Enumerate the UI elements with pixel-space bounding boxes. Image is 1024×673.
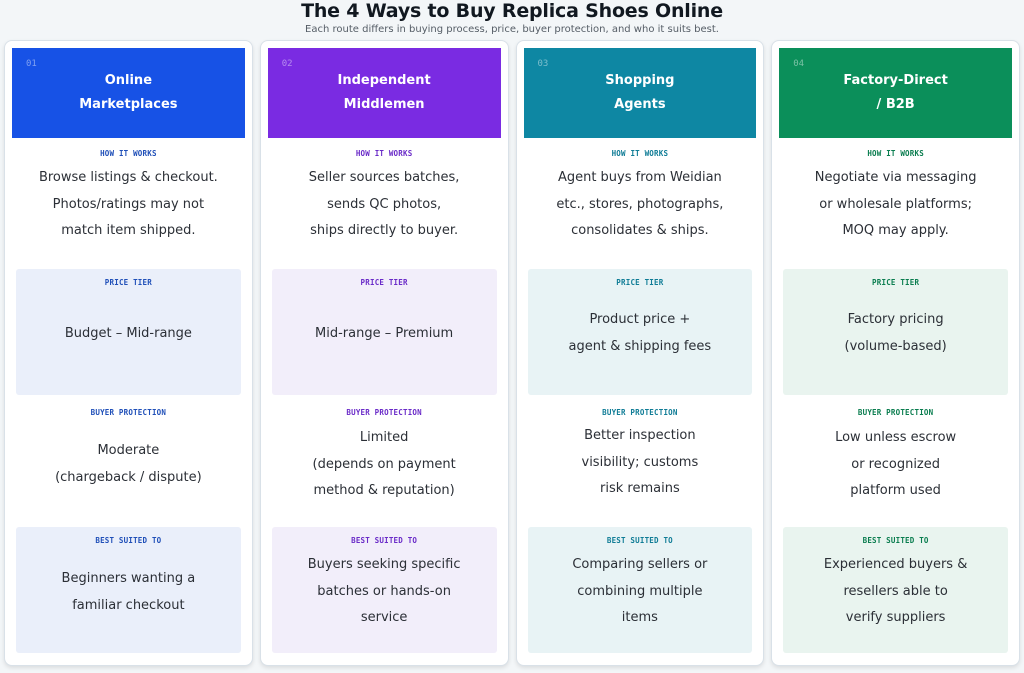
how-it-works-label: HOW IT WORKS (355, 149, 413, 158)
column-title: Shopping Agents (605, 73, 675, 112)
how-it-works-text: Seller sources batches, sends QC photos,… (308, 170, 460, 238)
buyer-protection-label: BUYER PROTECTION (857, 408, 934, 417)
route-column-agents: 03 Shopping Agents HOW IT WORKS Agent bu… (515, 40, 765, 666)
best-suited-label: BEST SUITED TO (95, 536, 162, 545)
best-suited-text: Experienced buyers & resellers able to v… (823, 557, 968, 625)
best-suited-text: Buyers seeking specific batches or hands… (307, 557, 461, 625)
column-header: 03 Shopping Agents (523, 48, 757, 138)
best-suited-label: BEST SUITED TO (606, 536, 673, 545)
best-suited-box: BEST SUITED TO Buyers seeking specific b… (271, 527, 497, 653)
column-number: 04 (793, 59, 805, 69)
page-subtitle: Each route differs in buying process, pr… (305, 24, 719, 35)
price-tier-text: Product price + agent & shipping fees (568, 312, 712, 354)
buyer-protection-label: BUYER PROTECTION (602, 408, 678, 417)
price-tier-text: Budget – Mid-range (64, 326, 192, 341)
column-title: Online Marketplaces (79, 73, 178, 112)
price-tier-label: PRICE TIER (616, 278, 664, 287)
best-suited-box: BEST SUITED TO Beginners wanting a famil… (16, 527, 241, 653)
page-title: The 4 Ways to Buy Replica Shoes Online (301, 0, 723, 22)
buyer-protection-label: BUYER PROTECTION (346, 408, 422, 417)
column-number: 02 (281, 59, 293, 69)
how-it-works-text: Browse listings & checkout. Photos/ratin… (38, 170, 218, 238)
best-suited-box: BEST SUITED TO Comparing sellers or comb… (527, 527, 753, 653)
buyer-protection-label: BUYER PROTECTION (90, 408, 167, 417)
how-it-works-text: Negotiate via messaging or wholesale pla… (814, 170, 977, 238)
route-column-factory-direct: 04 Factory-Direct / B2B HOW IT WORKS Neg… (771, 40, 1020, 666)
column-number: 01 (26, 59, 37, 69)
best-suited-text: Comparing sellers or combining multiple … (572, 557, 708, 625)
price-tier-box: PRICE TIER Mid-range – Premium (271, 269, 497, 395)
best-suited-label: BEST SUITED TO (862, 536, 929, 545)
price-tier-box: PRICE TIER Budget – Mid-range (16, 269, 241, 395)
buyer-protection-text: Low unless escrow or recognized platform… (835, 430, 957, 498)
price-tier-label: PRICE TIER (872, 278, 920, 287)
price-tier-label: PRICE TIER (104, 278, 152, 287)
buyer-protection-text: Moderate (chargeback / dispute) (55, 443, 202, 485)
best-suited-label: BEST SUITED TO (351, 536, 418, 545)
price-tier-text: Mid-range – Premium (315, 326, 454, 341)
route-columns: 01 Online Marketplaces HOW IT WORKS Brow… (4, 40, 1020, 666)
how-it-works-label: HOW IT WORKS (611, 149, 669, 158)
route-column-marketplaces: 01 Online Marketplaces HOW IT WORKS Brow… (4, 40, 253, 666)
best-suited-text: Beginners wanting a familiar checkout (61, 571, 196, 613)
how-it-works-text: Agent buys from Weidian etc., stores, ph… (556, 170, 724, 238)
column-header: 01 Online Marketplaces (12, 48, 245, 138)
price-tier-label: PRICE TIER (360, 278, 408, 287)
price-tier-box: PRICE TIER Factory pricing (volume-based… (783, 269, 1008, 395)
buyer-protection-text: Limited (depends on payment method & rep… (312, 430, 456, 498)
column-header: 04 Factory-Direct / B2B (779, 48, 1012, 138)
column-header: 02 Independent Middlemen (267, 48, 501, 138)
column-title: Independent Middlemen (337, 73, 431, 112)
buyer-protection-text: Better inspection visibility; customs ri… (581, 428, 699, 496)
price-tier-box: PRICE TIER Product price + agent & shipp… (527, 269, 753, 395)
price-tier-text: Factory pricing (volume-based) (844, 312, 947, 354)
best-suited-box: BEST SUITED TO Experienced buyers & rese… (783, 527, 1008, 653)
how-it-works-label: HOW IT WORKS (867, 149, 924, 158)
column-title: Factory-Direct / B2B (843, 73, 948, 112)
column-number: 03 (537, 59, 549, 69)
how-it-works-label: HOW IT WORKS (100, 149, 157, 158)
route-column-middlemen: 02 Independent Middlemen HOW IT WORKS Se… (259, 40, 509, 666)
